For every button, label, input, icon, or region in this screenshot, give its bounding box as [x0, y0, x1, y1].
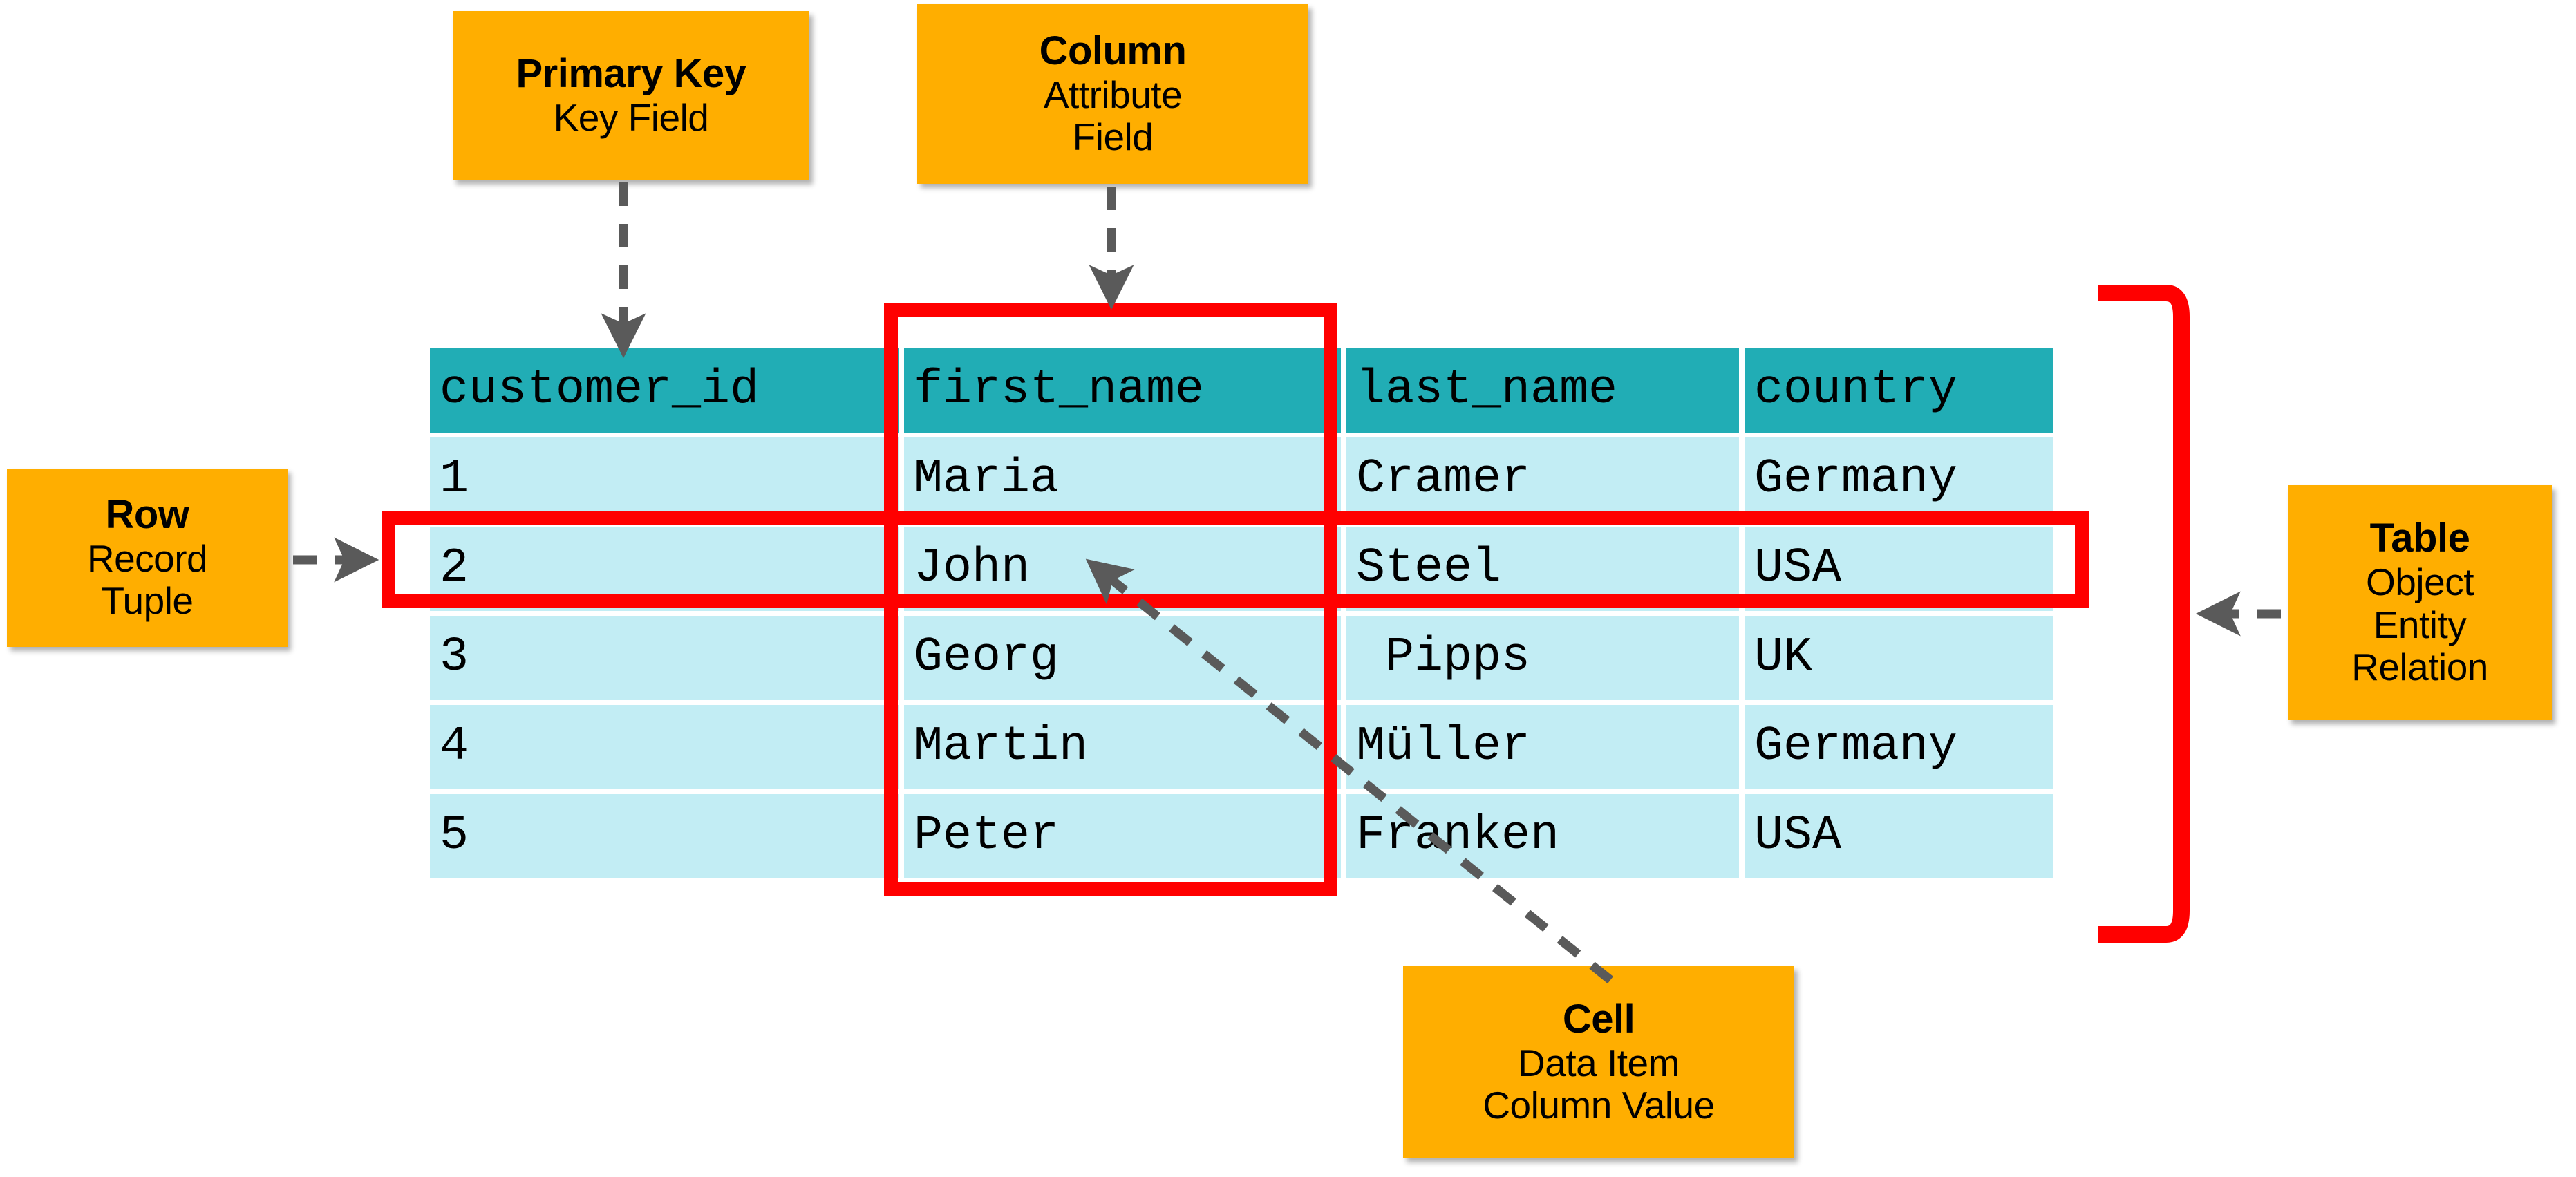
cell-customer-id[interactable]: 2: [430, 527, 899, 611]
callout-column-title: Column: [1039, 28, 1187, 73]
cell-first-name[interactable]: Georg: [904, 616, 1341, 700]
cell-first-name[interactable]: John: [904, 527, 1341, 611]
table-row: 2 John Steel USA: [430, 527, 2053, 611]
cell-last-name[interactable]: Franken: [1346, 794, 1739, 878]
cell-last-name[interactable]: Pipps: [1346, 616, 1739, 700]
column-header-customer-id[interactable]: customer_id: [430, 348, 899, 433]
callout-table[interactable]: Table Object Entity Relation: [2288, 485, 2552, 720]
column-header-country[interactable]: country: [1745, 348, 2053, 433]
cell-country[interactable]: UK: [1745, 616, 2053, 700]
callout-primary-key[interactable]: Primary Key Key Field: [453, 11, 809, 180]
cell-last-name[interactable]: Steel: [1346, 527, 1739, 611]
callout-row-syn-0: Record: [86, 536, 208, 580]
callout-row-syn-1: Tuple: [101, 579, 194, 623]
cell-country[interactable]: Germany: [1745, 437, 2053, 522]
callout-cell-title: Cell: [1562, 996, 1635, 1042]
callout-table-syn-2: Relation: [2351, 646, 2488, 689]
callout-table-syn-0: Object: [2366, 561, 2474, 604]
cell-last-name[interactable]: Cramer: [1346, 437, 1739, 522]
callout-cell-syn-1: Column Value: [1483, 1084, 1715, 1127]
cell-first-name[interactable]: Martin: [904, 705, 1341, 789]
callout-cell[interactable]: Cell Data Item Column Value: [1403, 966, 1794, 1158]
table-row: 4 Martin Müller Germany: [430, 705, 2053, 789]
column-header-first-name[interactable]: first_name: [904, 348, 1341, 433]
cell-country[interactable]: USA: [1745, 527, 2053, 611]
column-header-last-name[interactable]: last_name: [1346, 348, 1739, 433]
cell-country[interactable]: USA: [1745, 794, 2053, 878]
cell-country[interactable]: Germany: [1745, 705, 2053, 789]
callout-column[interactable]: Column Attribute Field: [917, 4, 1308, 184]
table-bracket-icon: [2098, 285, 2190, 943]
callout-cell-syn-0: Data Item: [1518, 1041, 1680, 1084]
table-row: 1 Maria Cramer Germany: [430, 437, 2053, 522]
callout-column-syn-1: Field: [1072, 115, 1154, 159]
table-row: 5 Peter Franken USA: [430, 794, 2053, 878]
cell-first-name[interactable]: Peter: [904, 794, 1341, 878]
callout-table-title: Table: [2369, 516, 2470, 561]
table-row: 3 Georg Pipps UK: [430, 616, 2053, 700]
cell-first-name[interactable]: Maria: [904, 437, 1341, 522]
callout-row[interactable]: Row Record Tuple: [7, 469, 288, 647]
table-header-row: customer_id first_name last_name country: [430, 348, 2053, 433]
callout-primary-key-title: Primary Key: [516, 51, 746, 97]
callout-row-title: Row: [105, 491, 189, 537]
callout-column-syn-0: Attribute: [1043, 73, 1183, 116]
cell-customer-id[interactable]: 3: [430, 616, 899, 700]
callout-table-syn-1: Entity: [2373, 603, 2467, 646]
callout-primary-key-syn-0: Key Field: [553, 96, 709, 140]
cell-customer-id[interactable]: 1: [430, 437, 899, 522]
cell-customer-id[interactable]: 4: [430, 705, 899, 789]
cell-last-name[interactable]: Müller: [1346, 705, 1739, 789]
customer-table: customer_id first_name last_name country…: [424, 343, 2059, 883]
cell-customer-id[interactable]: 5: [430, 794, 899, 878]
